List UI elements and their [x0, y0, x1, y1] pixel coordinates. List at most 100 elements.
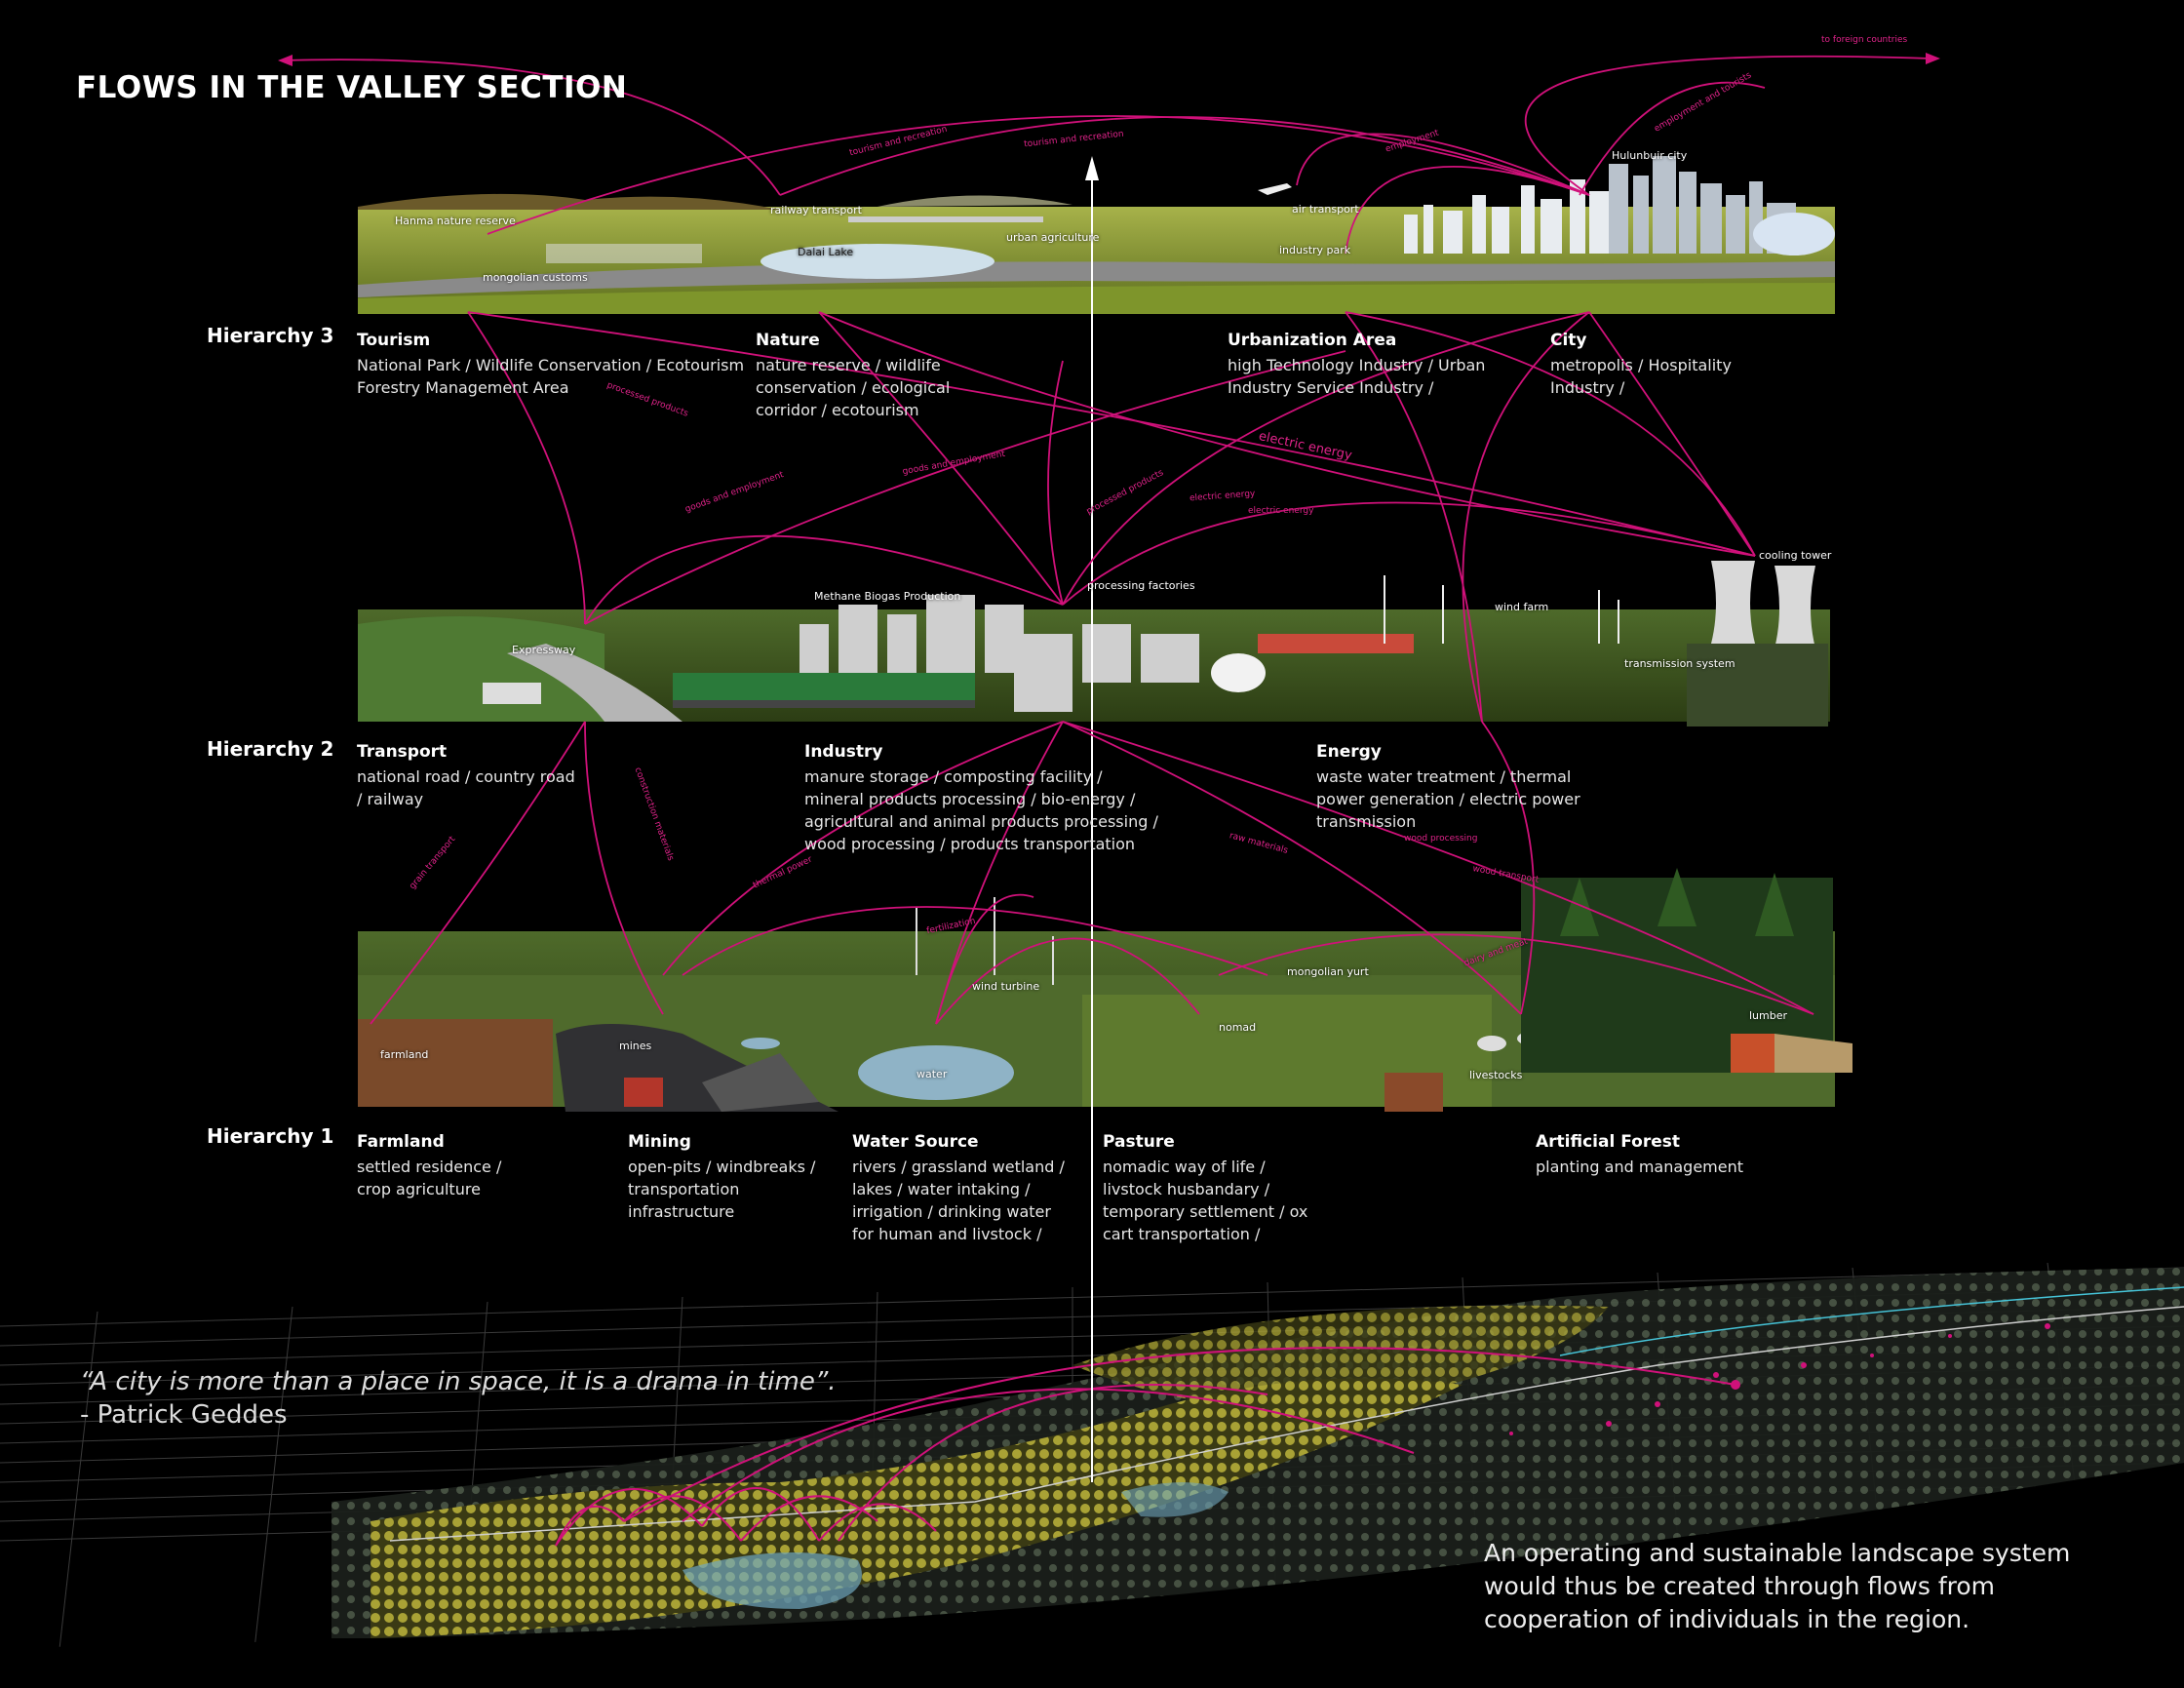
category-line: rivers / grassland wetland / — [852, 1158, 1065, 1176]
category-line: nature reserve / wildlife — [756, 356, 941, 374]
label-farmland: farmland — [380, 1048, 429, 1061]
category-line: corridor / ecotourism — [756, 401, 919, 419]
category-line: livstock husbandary / — [1103, 1180, 1270, 1198]
category-line: open-pits / windbreaks / — [628, 1158, 816, 1176]
label-expressway: Expressway — [512, 644, 576, 656]
label-wind-turbine: wind turbine — [972, 980, 1040, 993]
map-flow-arcs — [555, 1347, 1736, 1547]
flow-label-electric-3: electric energy — [1248, 506, 1314, 516]
flow-foreign — [1524, 55, 1931, 196]
label-air: air transport — [1292, 203, 1359, 216]
hierarchy-1-strip — [358, 868, 1852, 1112]
category-line: settled residence / — [357, 1158, 502, 1176]
label-railway: railway transport — [770, 204, 862, 216]
quote-text: “A city is more than a place in space, i… — [80, 1367, 837, 1396]
category-farmland: Farmland settled residence / crop agricu… — [357, 1131, 501, 1200]
category-industry: Industry manure storage / composting fac… — [804, 741, 1158, 855]
label-yurt: mongolian yurt — [1287, 965, 1369, 978]
category-line: Industry / — [1550, 378, 1625, 397]
label-lake: Dalai Lake — [798, 246, 854, 258]
summary-text: An operating and sustainable landscape s… — [1484, 1537, 2088, 1636]
category-line: transmission — [1316, 812, 1417, 831]
category-line: Industry Service Industry / — [1228, 378, 1434, 397]
category-heading: Water Source — [852, 1132, 979, 1152]
label-methane: Methane Biogas Production — [814, 590, 961, 603]
category-line: power generation / electric power — [1316, 790, 1580, 808]
hierarchy-3-strip — [358, 156, 1835, 314]
category-heading: Nature — [756, 331, 820, 350]
flow-electric — [1345, 311, 1756, 557]
label-urban-agri: urban agriculture — [1006, 231, 1100, 244]
category-nature: Nature nature reserve / wildlife conserv… — [756, 330, 950, 421]
category-heading: Mining — [628, 1132, 691, 1152]
map-hotspots — [1509, 1323, 2050, 1435]
category-line: conservation / ecological — [756, 378, 951, 397]
category-line: waste water treatment / thermal — [1316, 767, 1572, 786]
label-water: water — [916, 1068, 948, 1080]
category-heading: Urbanization Area — [1228, 331, 1397, 350]
category-mining: Mining open-pits / windbreaks / transpor… — [628, 1131, 815, 1223]
summary-line: would thus be created through flows from — [1484, 1572, 1995, 1600]
label-windfarm: wind farm — [1495, 601, 1549, 613]
label-industry-park: industry park — [1279, 244, 1351, 256]
category-line: nomadic way of life / — [1103, 1158, 1266, 1176]
page-title: FLOWS IN THE VALLEY SECTION — [76, 70, 628, 105]
flow-grain — [370, 721, 586, 1025]
label-nomad: nomad — [1219, 1021, 1257, 1034]
label-cooling: cooling tower — [1759, 549, 1832, 562]
category-line: metropolis / Hospitality — [1550, 356, 1732, 374]
hierarchy-2-strip — [358, 561, 1830, 726]
category-line: wood processing / products transportatio… — [804, 835, 1136, 853]
label-factories: processing factories — [1087, 579, 1195, 592]
category-energy: Energy waste water treatment / thermal p… — [1316, 741, 1580, 833]
label-hulunbuir: Hulunbuir city — [1612, 149, 1688, 162]
flow-tourism-2 — [487, 115, 1590, 235]
category-line: national road / country road — [357, 767, 575, 786]
category-line: infrastructure — [628, 1202, 735, 1221]
hierarchy-3-label: Hierarchy 3 — [207, 324, 334, 347]
category-line: manure storage / composting facility / — [804, 767, 1103, 786]
category-line: irrigation / drinking water — [852, 1202, 1051, 1221]
axis-arrow-icon — [1085, 156, 1099, 180]
category-artificial-forest: Artificial Forest planting and managemen… — [1536, 1131, 1743, 1178]
flow-label-wood-processing: wood processing — [1404, 834, 1478, 844]
label-transmission: transmission system — [1624, 657, 1736, 670]
flow-goods-1 — [467, 311, 586, 625]
label-livestock: livestocks — [1469, 1069, 1523, 1081]
category-line: crop agriculture — [357, 1180, 481, 1198]
label-mines: mines — [619, 1040, 652, 1052]
category-line: agricultural and animal products process… — [804, 812, 1158, 831]
category-line: planting and management — [1536, 1158, 1744, 1176]
hierarchy-2-label: Hierarchy 2 — [207, 737, 334, 761]
label-lumber: lumber — [1749, 1009, 1788, 1022]
flow-label-foreign: to foreign countries — [1821, 35, 1908, 45]
category-city: City metropolis / Hospitality Industry / — [1550, 330, 1732, 399]
category-transport: Transport national road / country road /… — [357, 741, 575, 810]
summary-line: cooperation of individuals in the region… — [1484, 1605, 1970, 1633]
label-mongolian-customs: mongolian customs — [483, 271, 588, 284]
category-tourism: Tourism National Park / Wildlife Conserv… — [357, 330, 744, 399]
category-urbanization: Urbanization Area high Technology Indust… — [1228, 330, 1485, 399]
category-heading: Pasture — [1103, 1132, 1175, 1152]
category-line: cart transportation / — [1103, 1225, 1261, 1243]
quote-author: - Patrick Geddes — [80, 1400, 288, 1430]
category-heading: Industry — [804, 742, 883, 762]
category-line: transportation — [628, 1180, 740, 1198]
quote-block: “A city is more than a place in space, i… — [80, 1365, 837, 1432]
category-line: temporary settlement / ox — [1103, 1202, 1308, 1221]
category-heading: Transport — [357, 742, 448, 762]
flow-employment — [1296, 133, 1590, 196]
category-line: mineral products processing / bio-energy… — [804, 790, 1136, 808]
category-line: lakes / water intaking / — [852, 1180, 1031, 1198]
category-heading: Tourism — [357, 331, 431, 350]
category-line: Forestry Management Area — [357, 378, 569, 397]
summary-line: An operating and sustainable landscape s… — [1484, 1539, 2071, 1567]
category-heading: City — [1550, 331, 1587, 350]
category-line: / railway — [357, 790, 424, 808]
label-hanma: Hanma nature reserve — [395, 215, 516, 227]
flow-employment-tourists — [1579, 81, 1766, 196]
category-heading: Farmland — [357, 1132, 445, 1152]
